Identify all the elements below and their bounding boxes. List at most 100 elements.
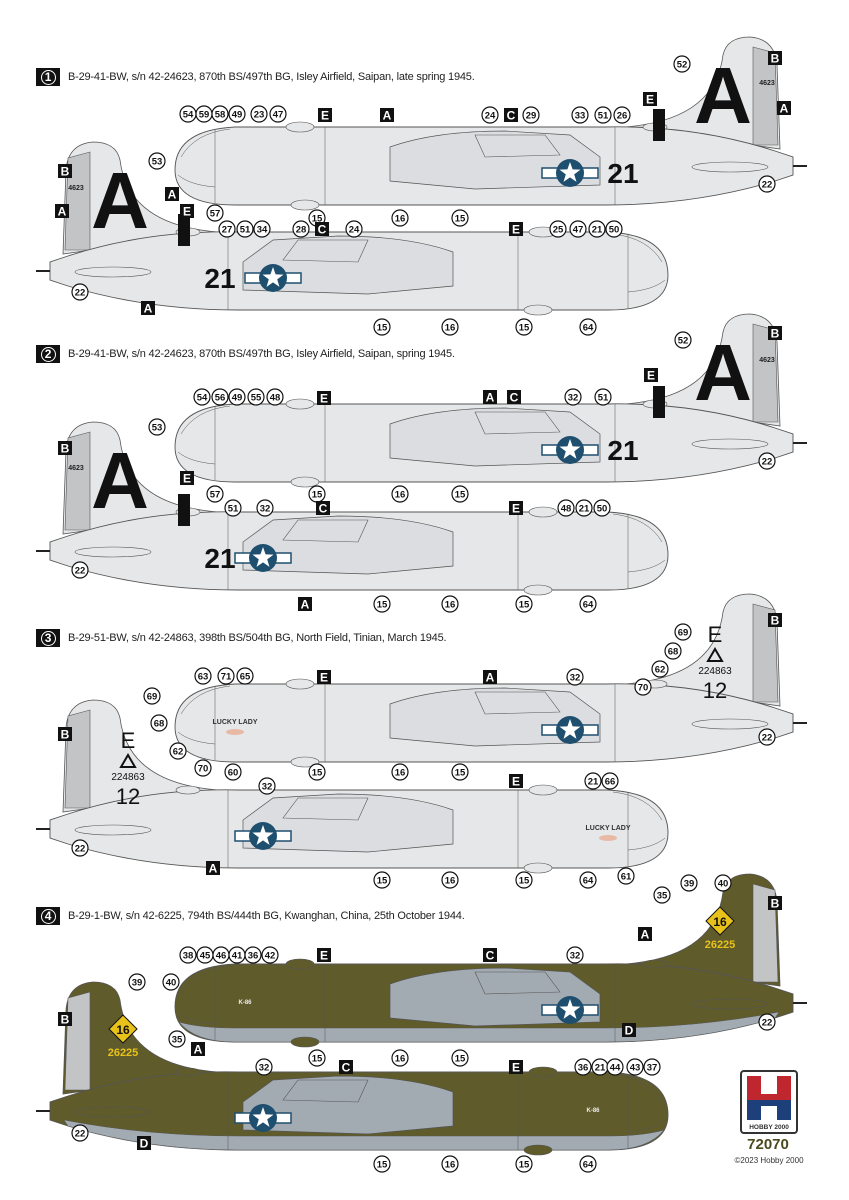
callout-number: 15	[377, 1160, 388, 1171]
aircraft-profile	[174, 593, 807, 768]
rudder	[752, 603, 779, 703]
callout-number: 24	[485, 111, 496, 122]
decal-number-circle	[244, 946, 262, 964]
callout-number: 22	[762, 733, 773, 744]
callout-number: 49	[232, 393, 243, 404]
decal-number-circle	[673, 55, 691, 73]
callout-number: 16	[445, 1160, 456, 1171]
callout-number: 32	[570, 673, 581, 684]
callout-number: 39	[132, 978, 143, 989]
callout-letter: A	[486, 671, 495, 685]
callout-number: 16	[445, 600, 456, 611]
callout-number: 54	[183, 110, 194, 121]
tail-number: 16	[116, 1023, 130, 1037]
decal-letter-box	[318, 108, 332, 122]
decal-letter-box	[768, 613, 782, 627]
callout-number: 25	[553, 225, 564, 236]
decal-number-circle	[441, 595, 459, 613]
national-insignia	[541, 159, 599, 187]
callout-number: 15	[519, 876, 530, 887]
decal-letter-box	[58, 441, 72, 455]
decal-letter-box	[622, 1023, 636, 1037]
callout-number: 41	[232, 951, 243, 962]
tail-band	[653, 109, 665, 141]
decal-letter-box	[509, 774, 523, 788]
decal-number-circle	[441, 318, 459, 336]
callout-number: 62	[655, 665, 666, 676]
callout-letter: E	[512, 775, 520, 789]
gun-turret	[523, 862, 553, 874]
callout-number: 47	[573, 225, 584, 236]
callout-letter: B	[771, 327, 780, 341]
callout-number: 16	[445, 876, 456, 887]
insignia-star	[252, 825, 274, 845]
vertical-fin	[62, 699, 219, 813]
tail-number: 12	[703, 678, 727, 703]
callout-number: 15	[519, 1160, 530, 1171]
callout-number: 40	[718, 879, 729, 890]
callout-number: 70	[638, 683, 649, 694]
panel-lines	[177, 404, 616, 482]
decal-number-circle	[261, 946, 279, 964]
decal-letter-box	[638, 927, 652, 941]
decal-letter-box	[768, 51, 782, 65]
gun-turret	[642, 959, 668, 969]
tail-serial: 4623	[759, 357, 775, 364]
callout-letter: A	[58, 205, 67, 219]
rudder	[752, 46, 779, 146]
tail-serial: 4623	[759, 80, 775, 87]
decal-number-circle	[71, 839, 89, 857]
decal-letter-box	[509, 222, 523, 236]
callout-number: 38	[183, 951, 194, 962]
decal-number-circle	[515, 595, 533, 613]
callout-number: 26	[617, 111, 628, 122]
callout-number: 24	[349, 225, 360, 236]
callout-number: 61	[621, 872, 632, 883]
callout-number: 29	[526, 111, 537, 122]
tail-band	[178, 214, 190, 246]
gun-turret	[290, 199, 320, 211]
decal-number-circle	[292, 220, 310, 238]
gun-turret	[290, 756, 320, 768]
callout-number: 45	[200, 951, 211, 962]
callout-number: 58	[215, 110, 226, 121]
callout-number: 64	[583, 323, 594, 334]
gun-turret	[285, 678, 315, 690]
decal-number-circle	[758, 1013, 776, 1031]
decal-number-circle	[515, 871, 533, 889]
decal-number-circle	[601, 772, 619, 790]
nose-code: K-86	[238, 1000, 252, 1006]
gun-turret	[175, 785, 201, 795]
decal-letter-box	[768, 896, 782, 910]
decal-letter-box	[180, 471, 194, 485]
decal-number-circle	[162, 973, 180, 991]
callout-letter: B	[771, 52, 780, 66]
callout-letter: B	[61, 165, 70, 179]
callout-letter: A	[301, 598, 310, 612]
callout-letter: A	[641, 928, 650, 942]
decal-number-circle	[522, 106, 540, 124]
callout-letter: C	[342, 1061, 351, 1075]
nacelle-detail	[282, 519, 369, 543]
decal-number-circle	[211, 388, 229, 406]
callout-number: 32	[259, 1063, 270, 1074]
triangle-marking	[706, 647, 724, 662]
fuselage-number: 21	[607, 435, 638, 466]
callout-letter: C	[319, 502, 328, 516]
decal-number-circle	[714, 874, 732, 892]
decal-number-circle	[150, 714, 168, 732]
callout-number: 48	[561, 504, 572, 515]
callout-number: 22	[75, 1129, 86, 1140]
callout-number: 52	[677, 60, 688, 71]
decal-letter-box	[483, 390, 497, 404]
callout-number: 15	[455, 214, 466, 225]
tail-letter: A	[91, 156, 149, 245]
scheme-number-badge: 4	[36, 907, 60, 925]
callout-number: 15	[312, 490, 323, 501]
callout-letter: E	[512, 223, 520, 237]
decal-number-circle	[571, 106, 589, 124]
decal-number-circle	[256, 499, 274, 517]
decal-number-circle	[653, 886, 671, 904]
horizontal-stabilizer	[691, 718, 769, 730]
